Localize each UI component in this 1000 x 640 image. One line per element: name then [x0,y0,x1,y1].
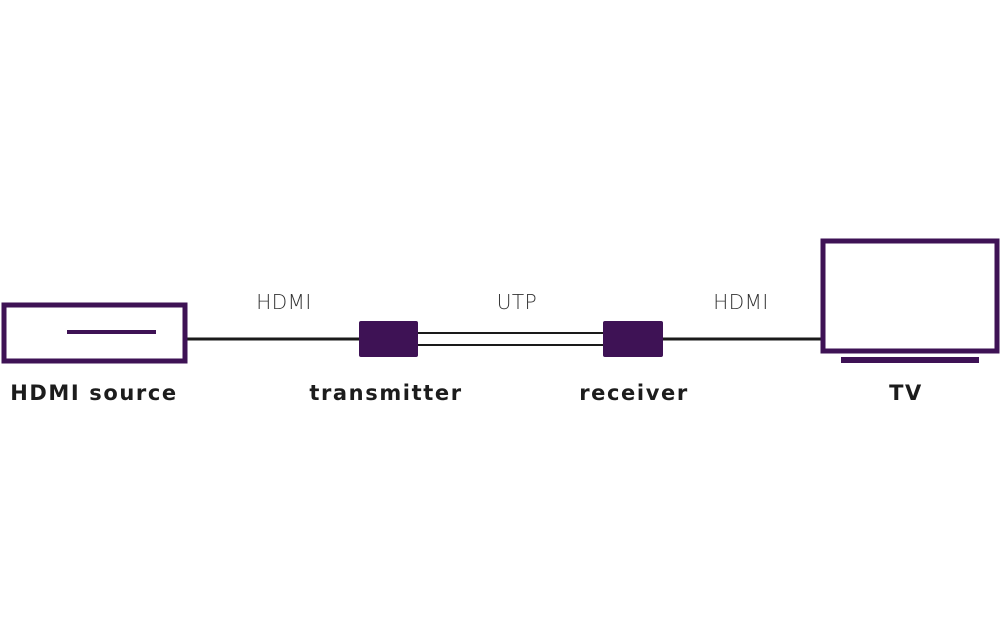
device-label-hdmi-source: HDMI source [10,381,178,405]
cable-label-utp: UTP [497,290,537,314]
cable-label-hdmi-tv: HDMI [713,290,769,314]
device-label-receiver: receiver [579,381,689,405]
device-label-transmitter: transmitter [309,381,462,405]
cable-label-hdmi-source: HDMI [256,290,312,314]
set-top-box-icon [1,302,188,364]
utp-cable [418,332,604,346]
device-label-tv: TV [889,381,923,405]
receiver-box-icon [603,321,663,357]
tv-monitor-icon [820,238,1000,363]
transmitter-box-icon [359,321,418,357]
